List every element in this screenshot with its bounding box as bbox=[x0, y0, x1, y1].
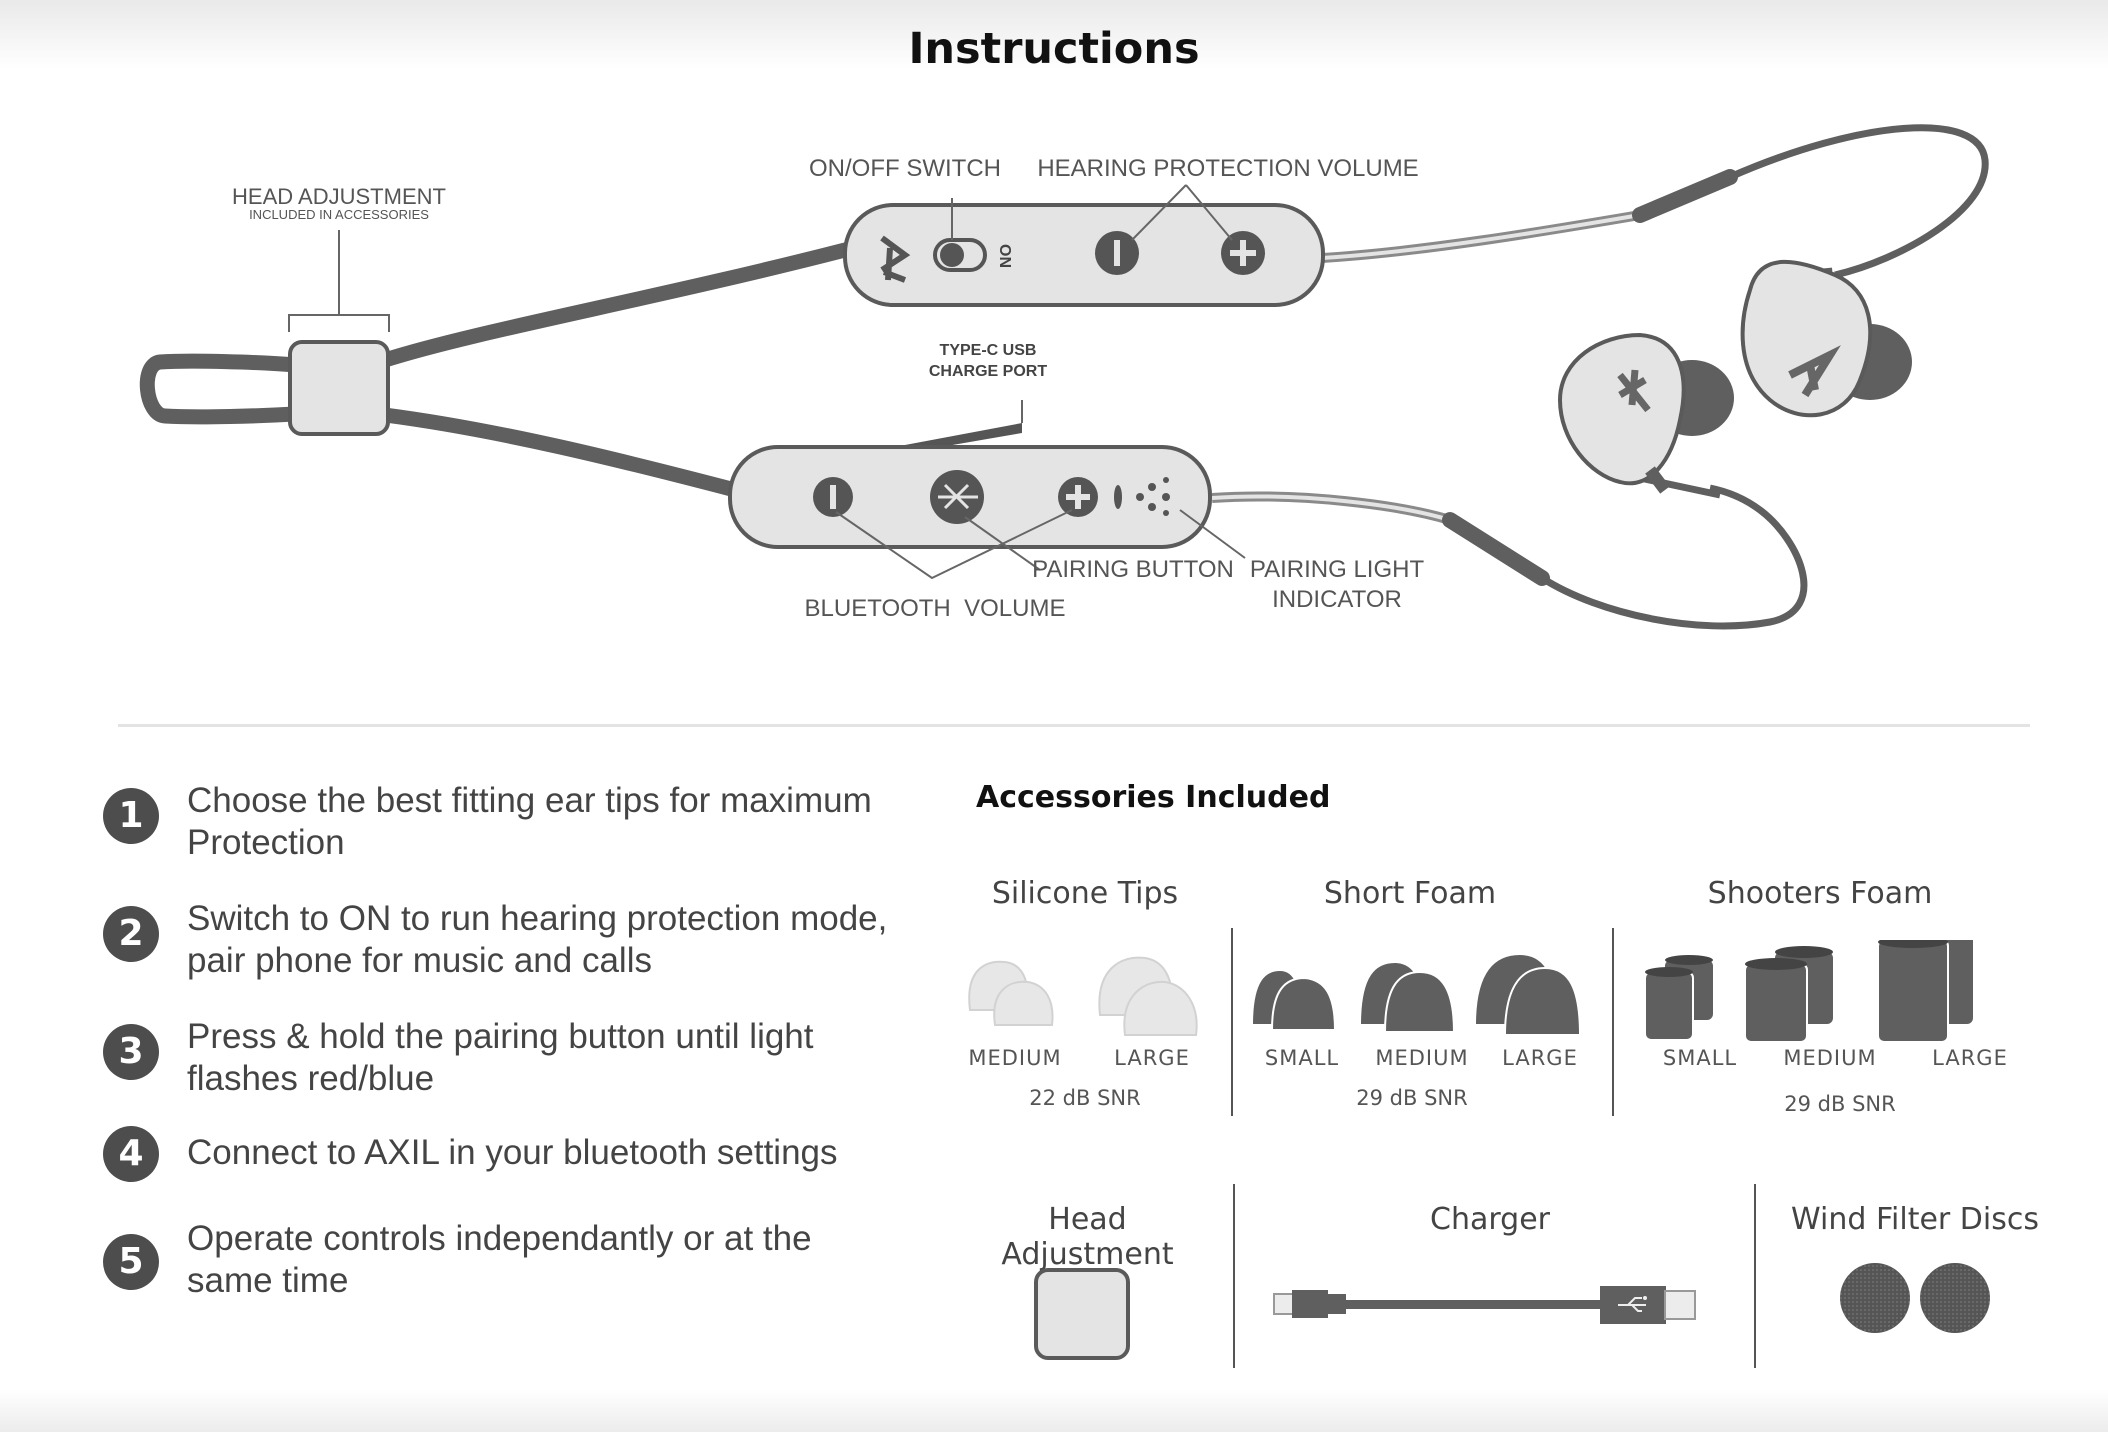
right-earbud bbox=[1740, 259, 1912, 418]
shooters-foam-large bbox=[1877, 940, 1973, 1043]
size-label: SMALL bbox=[1264, 1046, 1340, 1070]
head-adjustment-accessory-label: Head Adjustment bbox=[1001, 1202, 1174, 1272]
size-label: MEDIUM bbox=[1783, 1046, 1877, 1070]
charge-port-label-1: TYPE-C USB bbox=[940, 342, 1037, 359]
hearing-protection-volume-label: HEARING PROTECTION VOLUME bbox=[1037, 155, 1418, 182]
product-diagram: ON HEAD ADJUSTMENT INCLUDED IN ACCESSORI bbox=[139, 124, 1989, 630]
step-text: Choose the best fitting ear tips for max… bbox=[187, 781, 872, 862]
left-earbud bbox=[1557, 332, 1734, 494]
step-number-badge: 5 bbox=[103, 1234, 159, 1290]
bottom-shade bbox=[0, 1390, 2108, 1432]
charge-port-label-2: CHARGE PORT bbox=[929, 363, 1047, 380]
short-foam-medium bbox=[1358, 960, 1456, 1033]
silicone-tips-label: Silicone Tips bbox=[991, 876, 1179, 911]
step-number-badge: 4 bbox=[103, 1126, 159, 1182]
callout-lines bbox=[835, 184, 1246, 580]
accessories-title: Accessories Included bbox=[976, 780, 1331, 815]
shooters-foam-label: Shooters Foam bbox=[1707, 876, 1933, 911]
ear-tips-illustration bbox=[968, 940, 1973, 1043]
neck-cord bbox=[139, 242, 853, 498]
size-label: MEDIUM bbox=[1375, 1046, 1469, 1070]
wind-filter-discs bbox=[1840, 1263, 1990, 1333]
accessory-divider bbox=[1612, 928, 1614, 1116]
microphone-dots-icon bbox=[1136, 477, 1170, 516]
size-label: MEDIUM bbox=[968, 1046, 1062, 1070]
head-adjustment-label: HEAD ADJUSTMENT bbox=[232, 184, 446, 209]
wind-filter-disc bbox=[1920, 1263, 1990, 1333]
step-number-badge: 2 bbox=[103, 906, 159, 962]
head-adjustment-slider bbox=[288, 340, 390, 436]
short-foam-snr: 29 dB SNR bbox=[1356, 1086, 1468, 1110]
step-number-badge: 1 bbox=[103, 788, 159, 844]
head-adjustment-accessory bbox=[1034, 1268, 1130, 1360]
shooters-foam-small bbox=[1644, 955, 1713, 1041]
size-label: LARGE bbox=[1114, 1046, 1190, 1070]
wind-filter-discs-label: Wind Filter Discs bbox=[1791, 1202, 2039, 1237]
step-number-badge: 3 bbox=[103, 1024, 159, 1080]
section-divider bbox=[118, 724, 2030, 727]
wind-filter-disc bbox=[1840, 1263, 1910, 1333]
size-label: LARGE bbox=[1932, 1046, 2008, 1070]
usb-c-port bbox=[905, 423, 1022, 448]
silicone-snr: 22 dB SNR bbox=[1029, 1086, 1141, 1110]
top-shade bbox=[0, 0, 2108, 70]
pairing-light-label-1: PAIRING LIGHT bbox=[1250, 556, 1425, 583]
accessory-divider bbox=[1754, 1184, 1756, 1368]
earbud-cords bbox=[1211, 124, 1989, 630]
size-label: SMALL bbox=[1662, 1046, 1738, 1070]
step-text: Switch to ON to run hearing protection m… bbox=[187, 899, 888, 980]
bluetooth-icon bbox=[938, 483, 978, 510]
step-text: Connect to AXIL in your bluetooth settin… bbox=[187, 1133, 838, 1172]
short-foam-small bbox=[1250, 968, 1337, 1031]
silicone-tip-medium bbox=[968, 960, 1054, 1026]
head-adjustment-bracket bbox=[288, 230, 390, 332]
on-switch-text: ON bbox=[996, 244, 1013, 268]
silicone-tip-large bbox=[1098, 956, 1198, 1036]
step-text: Press & hold the pairing button until li… bbox=[187, 1017, 814, 1098]
bottom-control-unit bbox=[728, 423, 1212, 549]
charger-cable bbox=[1273, 1286, 1696, 1324]
shooters-foam-snr: 29 dB SNR bbox=[1784, 1092, 1896, 1116]
bluetooth-volume-label: BLUETOOTH VOLUME bbox=[805, 595, 1066, 622]
charger-label: Charger bbox=[1430, 1202, 1550, 1237]
axil-logo-icon bbox=[880, 235, 911, 283]
step-text: Operate controls independantly or at the… bbox=[187, 1219, 812, 1300]
pairing-button-label: PAIRING BUTTON bbox=[1032, 556, 1234, 583]
accessory-divider bbox=[1233, 1184, 1235, 1368]
short-foam-label: Short Foam bbox=[1323, 876, 1497, 911]
shooters-foam-medium bbox=[1744, 946, 1833, 1043]
usb-icon bbox=[1618, 1297, 1646, 1312]
on-off-switch-label: ON/OFF SWITCH bbox=[809, 155, 1001, 182]
short-foam-large bbox=[1473, 952, 1582, 1036]
pairing-light-icon bbox=[1114, 485, 1122, 509]
size-label: LARGE bbox=[1502, 1046, 1578, 1070]
top-control-unit: ON bbox=[843, 203, 1325, 307]
head-adjustment-note: INCLUDED IN ACCESSORIES bbox=[249, 207, 429, 222]
page-title: Instructions bbox=[908, 24, 1200, 74]
accessory-divider bbox=[1231, 928, 1233, 1116]
pairing-light-label-2: INDICATOR bbox=[1272, 586, 1402, 613]
